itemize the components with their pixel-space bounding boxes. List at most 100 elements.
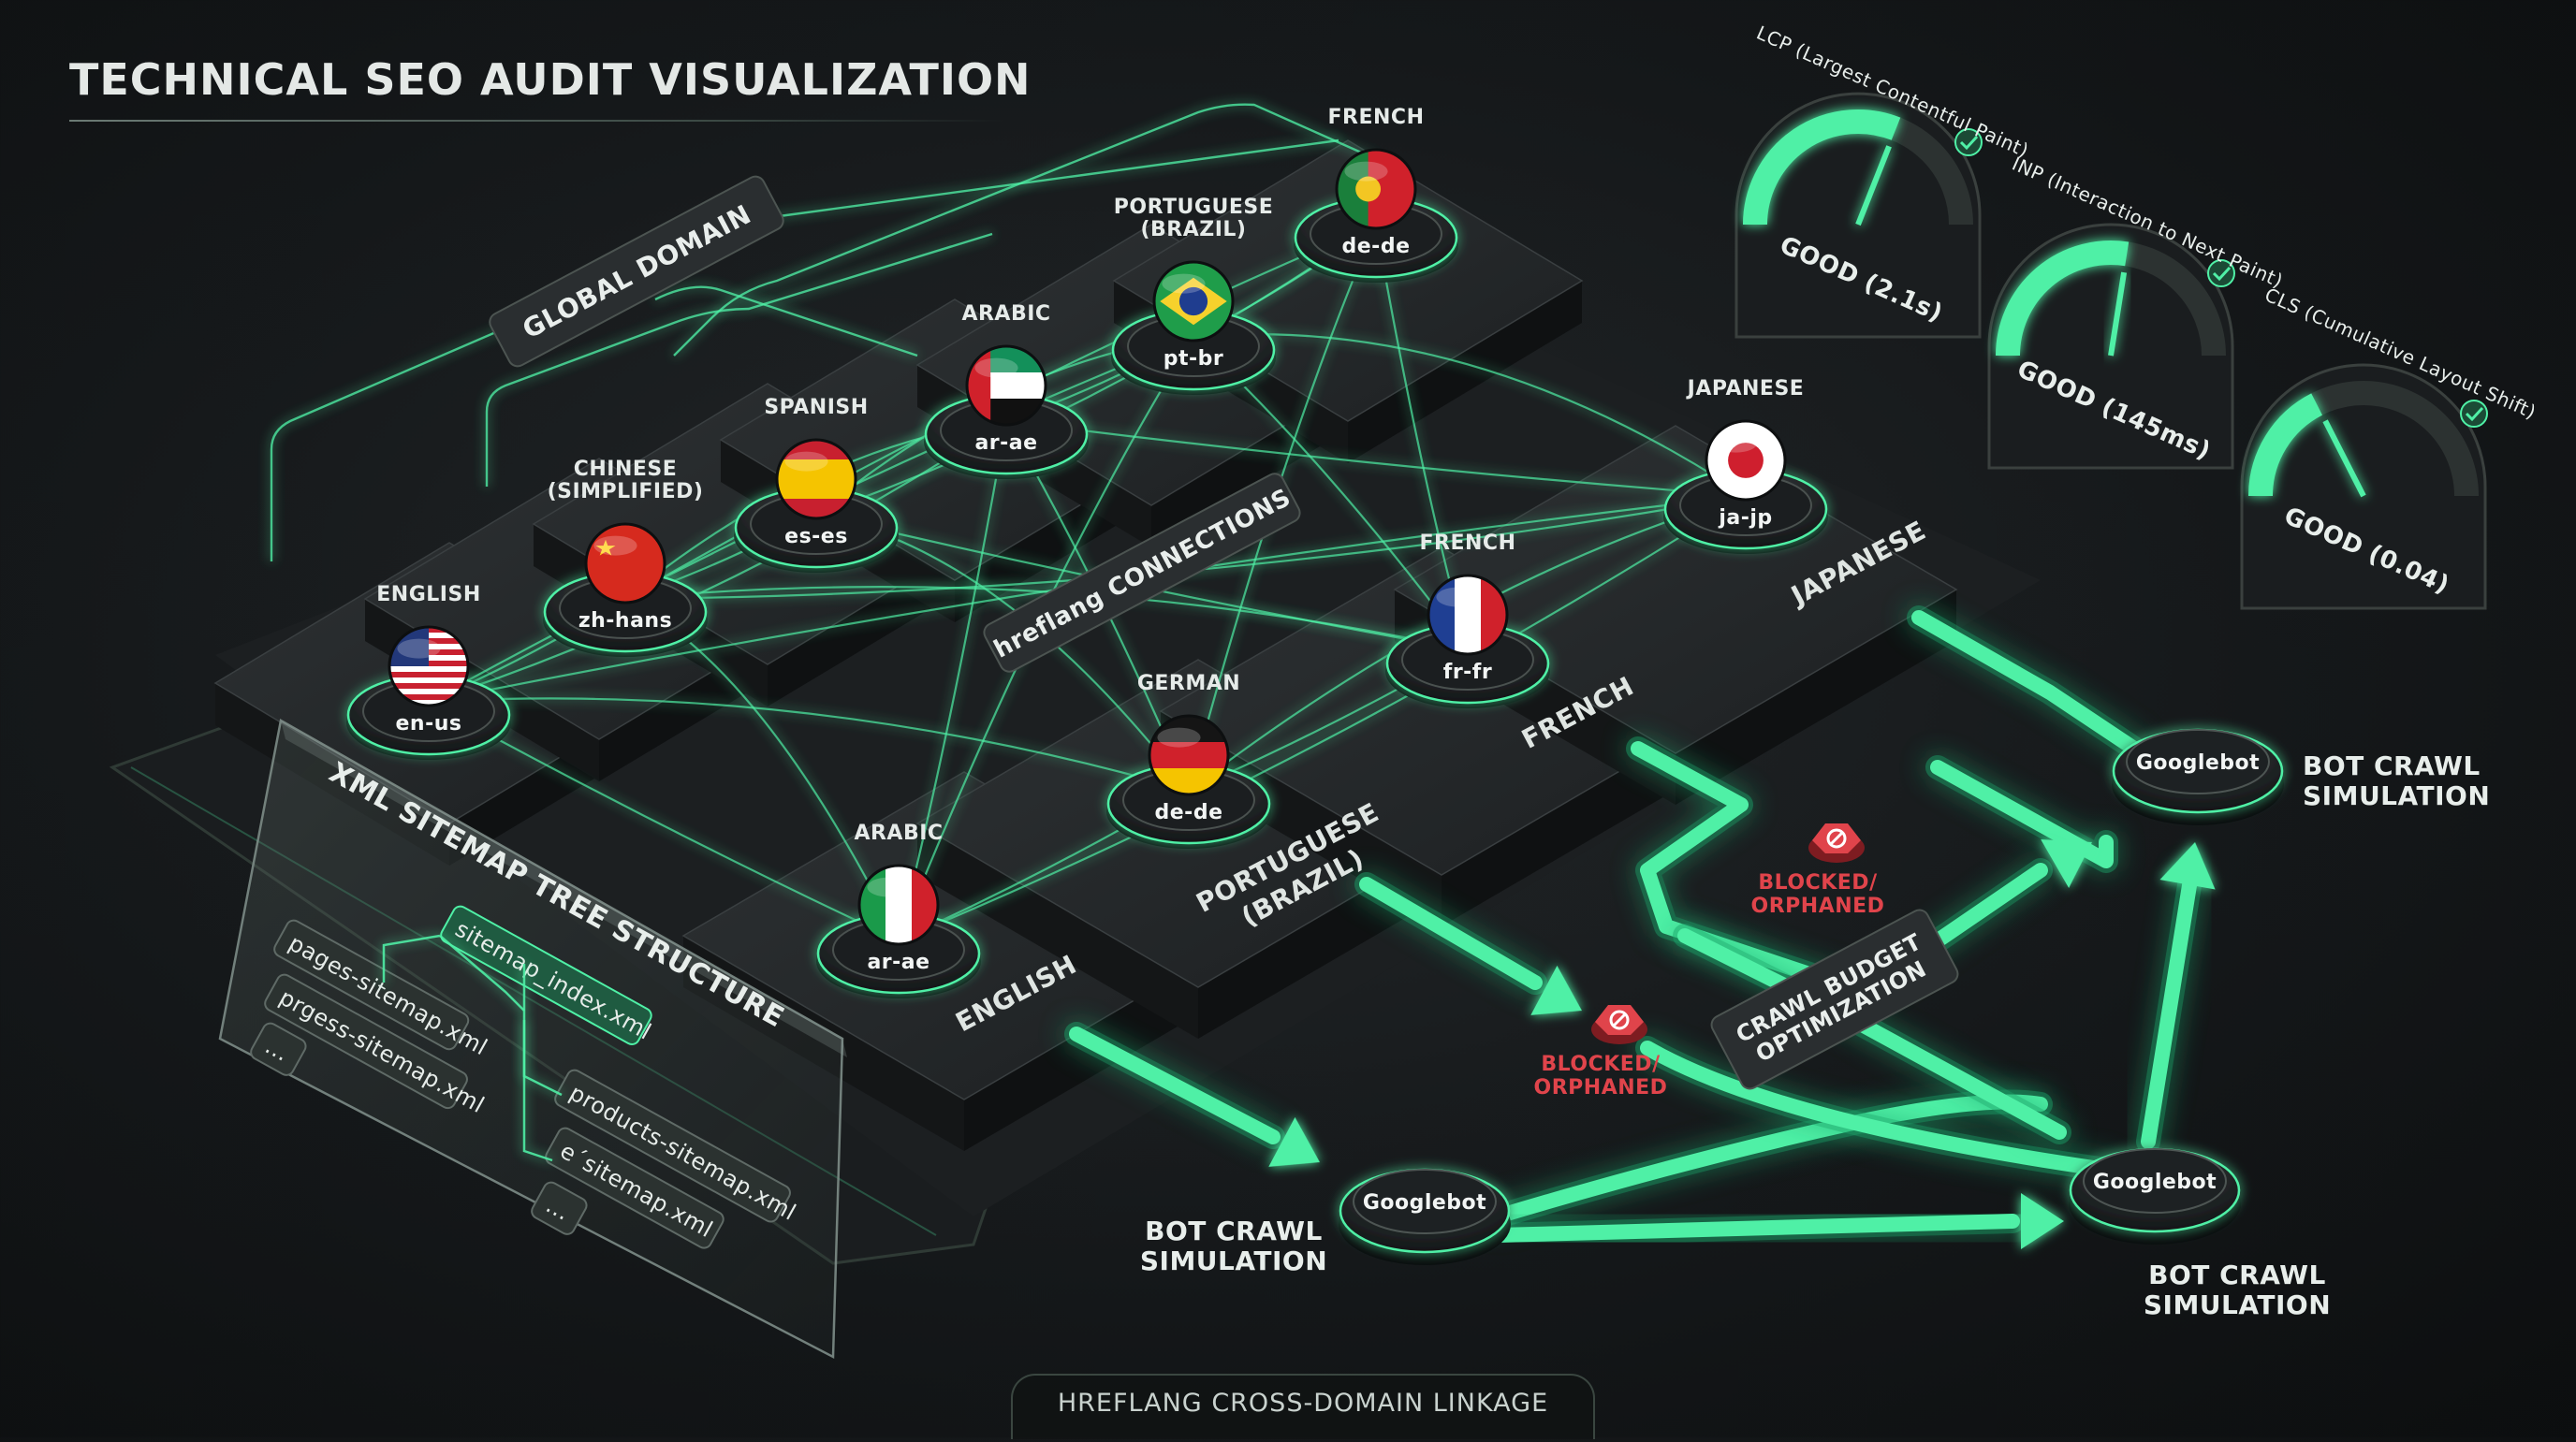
flag-sun xyxy=(1728,443,1764,478)
br-flag-icon xyxy=(1154,262,1233,341)
check-mark xyxy=(2465,406,2484,422)
language-node-ar-ae-upper-code: ar-ae xyxy=(974,431,1037,455)
language-node-ar-ae-upper-language-line: ARABIC xyxy=(961,302,1050,326)
sitemap-left-2-box xyxy=(250,1022,307,1076)
flag-rim xyxy=(584,522,666,604)
crawl-arrow-5 xyxy=(2159,842,2216,890)
no-entry-slash xyxy=(1612,1012,1627,1027)
language-node-zh-hans-upper-language-line: (SIMPLIFIED) xyxy=(548,480,704,503)
gauge-lcp-needle xyxy=(1855,145,1892,226)
title-underline xyxy=(69,120,1005,122)
language-node-en-us-upper-language: ENGLISH xyxy=(376,583,480,606)
language-nodes-layer: en-usENGLISHzh-hansCHINESE(SIMPLIFIED)es… xyxy=(346,106,1828,998)
language-node-es-es-upper-code: es-es xyxy=(784,525,848,548)
blocked-orphaned-2: BLOCKED/ORPHANED xyxy=(1751,823,1884,918)
language-node-zh-hans-upper-language: CHINESE(SIMPLIFIED) xyxy=(548,458,704,503)
hreflang-connections-label-plate xyxy=(983,473,1301,673)
gauge-lcp-fill xyxy=(1743,109,1901,226)
gauge-cls: GOOD (0.04)CLS (Cumulative Layout Shift) xyxy=(2240,284,2539,610)
hreflang-link xyxy=(428,697,1190,793)
language-node-ja-jp-lower-code: ja-jp xyxy=(1718,506,1772,530)
googlebot-1-caption-line: BOT CRAWL xyxy=(1145,1216,1323,1246)
global-domain-route-1 xyxy=(485,232,993,487)
language-node-de-de-lower-language: GERMAN xyxy=(1137,672,1240,695)
googlebot-3-label: Googlebot xyxy=(2136,751,2260,775)
crawl-budget-label-plate xyxy=(1710,909,1959,1090)
flag-gloss xyxy=(1436,587,1480,607)
crawl-path-bot1-to-bot2-lower xyxy=(1490,1214,2020,1243)
language-node-de-de-lower-language-line: GERMAN xyxy=(1137,672,1240,695)
crawl-path-bot2-to-bot3 xyxy=(2141,872,2198,1149)
global-domain-label-plate xyxy=(489,175,784,368)
language-node-en-us-upper-language-line: ENGLISH xyxy=(376,583,480,606)
it-flag-icon xyxy=(859,866,938,944)
language-node-pt-br-upper-language-line: PORTUGUESE xyxy=(1114,196,1273,219)
flag-gloss xyxy=(1162,273,1206,294)
flag-rim xyxy=(775,438,857,520)
flag-rim xyxy=(1427,574,1509,656)
flag-globe xyxy=(1178,286,1208,316)
googlebot-3-disc-top xyxy=(2126,729,2270,794)
flag-shield xyxy=(1355,176,1382,202)
flag-rim xyxy=(1152,260,1235,342)
sitemap-index-node-box xyxy=(440,905,652,1045)
gauge-inp-fill xyxy=(1996,240,2130,357)
flag-rim xyxy=(857,864,940,946)
flag-stripe xyxy=(886,866,912,944)
crawl-path-blocked-to-bot2 xyxy=(1640,1041,2114,1177)
global-domain-label-text: GLOBAL DOMAIN xyxy=(518,198,756,344)
page-title: TECHNICAL SEO AUDIT VISUALIZATION xyxy=(69,54,1032,105)
googlebot-3-caption-line: SIMULATION xyxy=(2303,780,2490,811)
googlebot-1-disc-top xyxy=(1353,1169,1497,1234)
flag-stripe xyxy=(389,683,468,689)
sitemap-right-2: ... xyxy=(531,1181,588,1235)
language-node-ar-ae-lower-code: ar-ae xyxy=(867,951,929,974)
sitemap-left-0-box xyxy=(273,919,470,1051)
sitemap-panel: XML SITEMAP TREE STRUCTUREsitemap_index.… xyxy=(218,719,847,1360)
language-node-zh-hans-upper-code: zh-hans xyxy=(578,609,672,633)
language-node-zh-hans-upper-language-line: CHINESE xyxy=(574,458,678,481)
crawl-arrow-1 xyxy=(1268,1116,1320,1167)
crawl-arrow-4 xyxy=(2041,839,2092,888)
check-mark xyxy=(1959,135,1979,151)
gauge-lcp: GOOD (2.1s)LCP (Largest Contentful Paint… xyxy=(1734,22,2032,339)
googlebot-2-disc-top xyxy=(2083,1148,2227,1214)
check-mark xyxy=(2212,266,2232,282)
crawl-arrow-1-shape xyxy=(1268,1116,1320,1167)
language-node-pt-br-upper-code: pt-br xyxy=(1164,347,1224,371)
crawl-path-right-branch xyxy=(1930,760,2114,868)
language-node-es-es-upper: es-es SPANISH xyxy=(734,396,899,573)
sitemap-right-1-box xyxy=(545,1127,724,1249)
flag-gloss xyxy=(784,451,828,472)
flag-rim xyxy=(1148,714,1230,796)
upper-slab-5-side-right xyxy=(1348,281,1582,463)
crawl-path-english-to-bot xyxy=(1069,1027,1281,1144)
lower-slab-1-side-left xyxy=(917,823,1198,1039)
language-node-es-es-upper-language-line: SPANISH xyxy=(764,396,868,419)
flag-stripe xyxy=(1455,575,1481,654)
title-block: TECHNICAL SEO AUDIT VISUALIZATION xyxy=(69,54,1032,122)
sitemap-tree-edge-1 xyxy=(522,1020,553,1162)
crawl-arrow-5-shape xyxy=(2159,842,2216,890)
gauge-cls-fill xyxy=(2248,393,2323,497)
sitemap-left-2: ... xyxy=(250,1022,307,1076)
pt-flag-icon xyxy=(1337,150,1415,228)
language-node-fr-fr-lower-language: FRENCH xyxy=(1420,532,1515,555)
crawl-arrow-3 xyxy=(2021,1193,2064,1249)
flag-rim xyxy=(1335,148,1417,230)
flag-stripe xyxy=(389,672,468,677)
global-domain-route-2 xyxy=(673,103,1377,357)
gauge-inp-needle xyxy=(2108,271,2128,357)
flag-gloss xyxy=(593,535,637,556)
no-entry-icon xyxy=(1826,828,1847,849)
flag-stripe xyxy=(389,694,468,700)
footer-caption: HREFLANG CROSS-DOMAIN LINKAGE xyxy=(1011,1374,1595,1439)
flag-gloss xyxy=(1344,161,1388,182)
flag-stripe xyxy=(1149,742,1228,768)
